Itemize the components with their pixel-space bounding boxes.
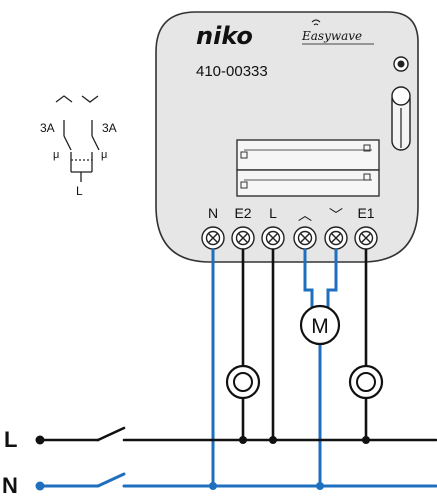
relay-legend bbox=[55, 95, 100, 182]
model-number: 410-00333 bbox=[196, 63, 268, 80]
live-wiring bbox=[38, 248, 437, 442]
wireless-icon bbox=[311, 19, 321, 26]
module-body bbox=[155, 11, 419, 263]
terminal-label-n: N bbox=[208, 205, 218, 221]
lamp-e2-icon bbox=[225, 364, 261, 400]
live-rail-label: L bbox=[4, 427, 17, 452]
terminal-label-l: L bbox=[269, 205, 277, 221]
screw-terminal-icon bbox=[324, 226, 348, 250]
terminal-label-e1: E1 bbox=[357, 205, 374, 221]
mu-left-label: μ bbox=[53, 149, 59, 161]
common-label: L bbox=[76, 184, 83, 198]
motor-label: M bbox=[311, 315, 329, 338]
down-arrow-icon bbox=[81, 95, 99, 103]
screw-terminal-icon bbox=[293, 226, 317, 250]
neutral-rail-label: N bbox=[2, 473, 18, 498]
motor-wire-down bbox=[326, 248, 338, 308]
relay-contact-right bbox=[91, 135, 100, 151]
screw-terminal-icon bbox=[231, 226, 255, 250]
neutral-source-dot bbox=[35, 481, 45, 491]
neutral-breaker-contact bbox=[96, 472, 126, 488]
screw-terminal-icon bbox=[354, 226, 378, 250]
neutral-wiring bbox=[38, 248, 437, 488]
junction-dot bbox=[316, 482, 324, 490]
junction-dot bbox=[209, 482, 217, 490]
screw-terminal-icon bbox=[261, 226, 285, 250]
brand-logo: niko bbox=[196, 22, 253, 50]
up-arrow-icon bbox=[55, 95, 73, 103]
lamp-e1-icon bbox=[348, 364, 384, 400]
junction-dot bbox=[269, 436, 277, 444]
terminal-screws bbox=[201, 226, 378, 250]
terminal-label-e2: E2 bbox=[234, 205, 251, 221]
program-button-cap-icon bbox=[391, 86, 411, 106]
mu-right-label: μ bbox=[101, 149, 107, 161]
terminal-label-up: ︿ bbox=[298, 207, 312, 223]
motor-wire-up bbox=[303, 248, 314, 308]
junctions bbox=[35, 435, 370, 491]
junction-dot bbox=[362, 436, 370, 444]
terminal-labels: N E2 L ︿ ﹀ E1 bbox=[208, 205, 375, 223]
terminal-label-down: ﹀ bbox=[329, 207, 343, 223]
screw-terminal-icon bbox=[201, 226, 225, 250]
relay-housing-top bbox=[236, 139, 380, 171]
relay-housing-bottom bbox=[236, 169, 380, 197]
junction-dot bbox=[239, 436, 247, 444]
relay-contact-left bbox=[63, 135, 72, 151]
rating-left-label: 3A bbox=[40, 121, 55, 135]
live-source-dot bbox=[35, 435, 45, 445]
rating-right-label: 3A bbox=[102, 121, 117, 135]
live-breaker-contact bbox=[96, 426, 126, 442]
motor-icon bbox=[299, 304, 341, 346]
protocol-logo: Easywave bbox=[301, 29, 362, 43]
